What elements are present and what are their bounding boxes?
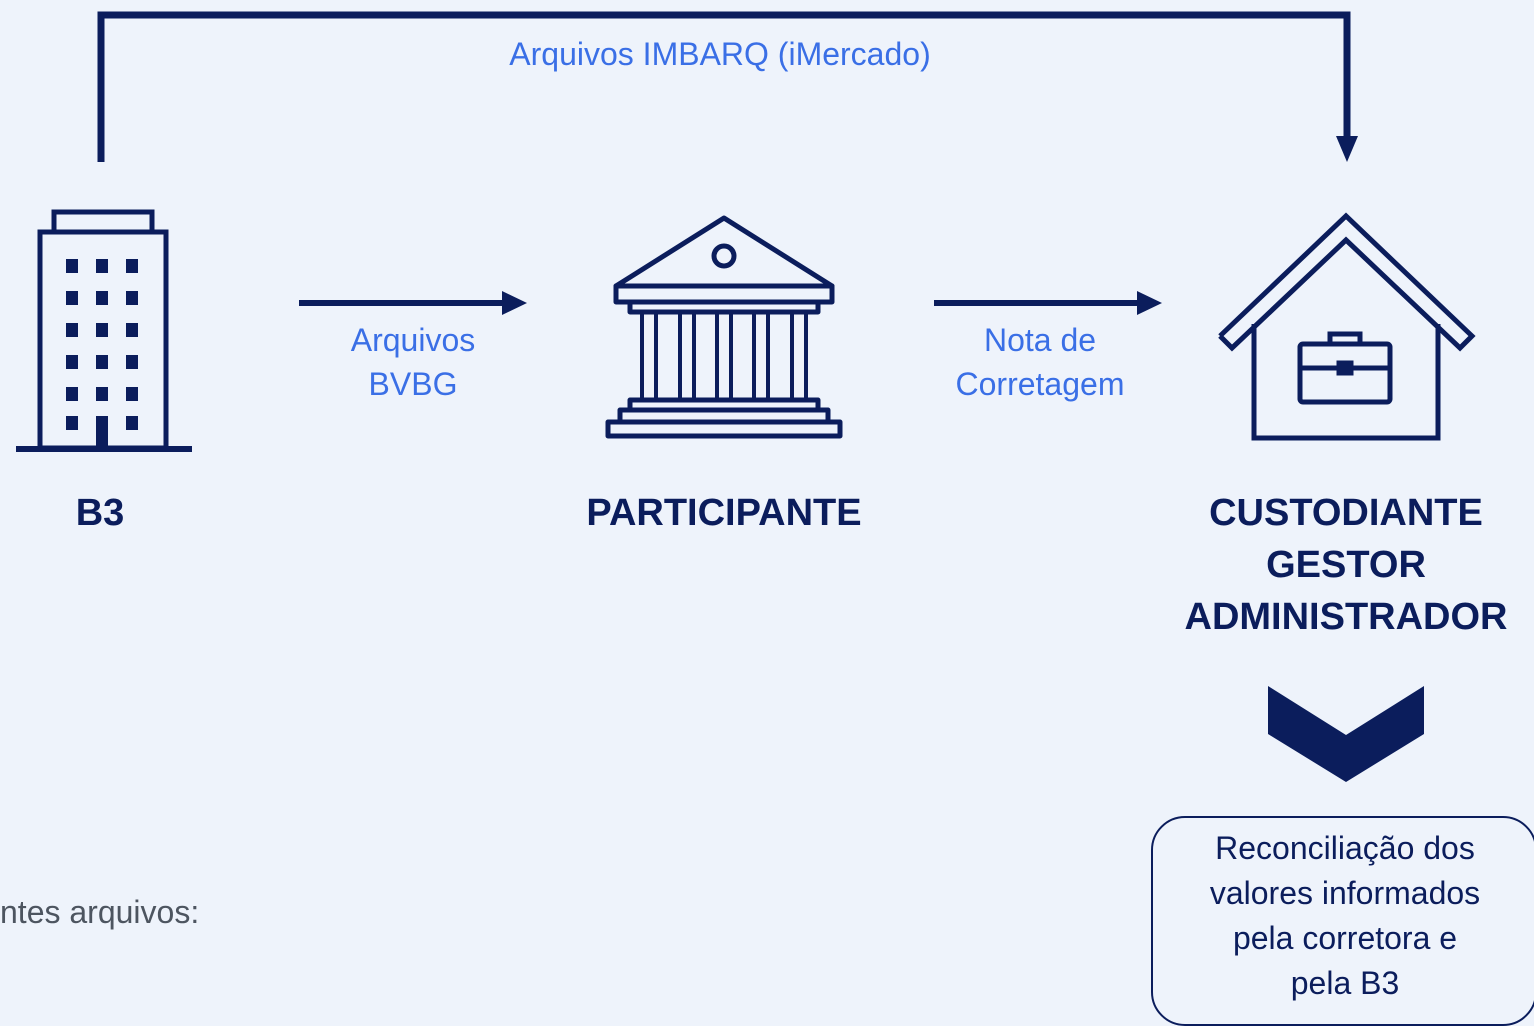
reconciliation-line3: pela corretora e (1232, 920, 1458, 956)
reconciliation-line4: pela B3 (1290, 965, 1400, 1001)
flow-label-nota-line2: Corretagem (955, 366, 1125, 402)
flow-label-nota-line1: Nota de (983, 322, 1097, 358)
arrow-participante-custodiante (934, 291, 1162, 315)
flow-label-bvbg-line1: Arquivos (350, 322, 476, 358)
node-label-custodiante-line3: ADMINISTRADOR (1184, 596, 1508, 638)
flow-label-bvbg-line2: BVBG (368, 366, 458, 402)
node-label-custodiante-line2: GESTOR (1266, 544, 1426, 586)
node-label-custodiante-line1: CUSTODIANTE (1209, 492, 1483, 534)
top-connector (97, 11, 1358, 162)
reconciliation-line1: Reconciliação dos (1215, 830, 1475, 866)
flow-label-bvbg: Arquivos BVBG (313, 318, 513, 406)
node-label-b3: B3 (75, 492, 125, 534)
bank-building-icon (605, 215, 843, 439)
flow-label-imbarq: Arquivos IMBARQ (iMercado) (509, 36, 931, 72)
reconciliation-text: Reconciliação dos valores informados pel… (1156, 826, 1534, 1006)
node-label-custodiante: CUSTODIANTE GESTOR ADMINISTRADOR (1146, 487, 1534, 643)
reconciliation-line2: valores informados (1209, 875, 1481, 911)
arrow-b3-participante (299, 291, 527, 315)
house-briefcase-icon (1218, 212, 1476, 441)
office-building-icon (16, 209, 192, 452)
flow-label-nota: Nota de Corretagem (920, 318, 1160, 406)
node-label-participante: PARTICIPANTE (586, 492, 862, 534)
footnote-text: ntes arquivos: (0, 894, 200, 930)
chevron-down-icon (1268, 686, 1424, 782)
